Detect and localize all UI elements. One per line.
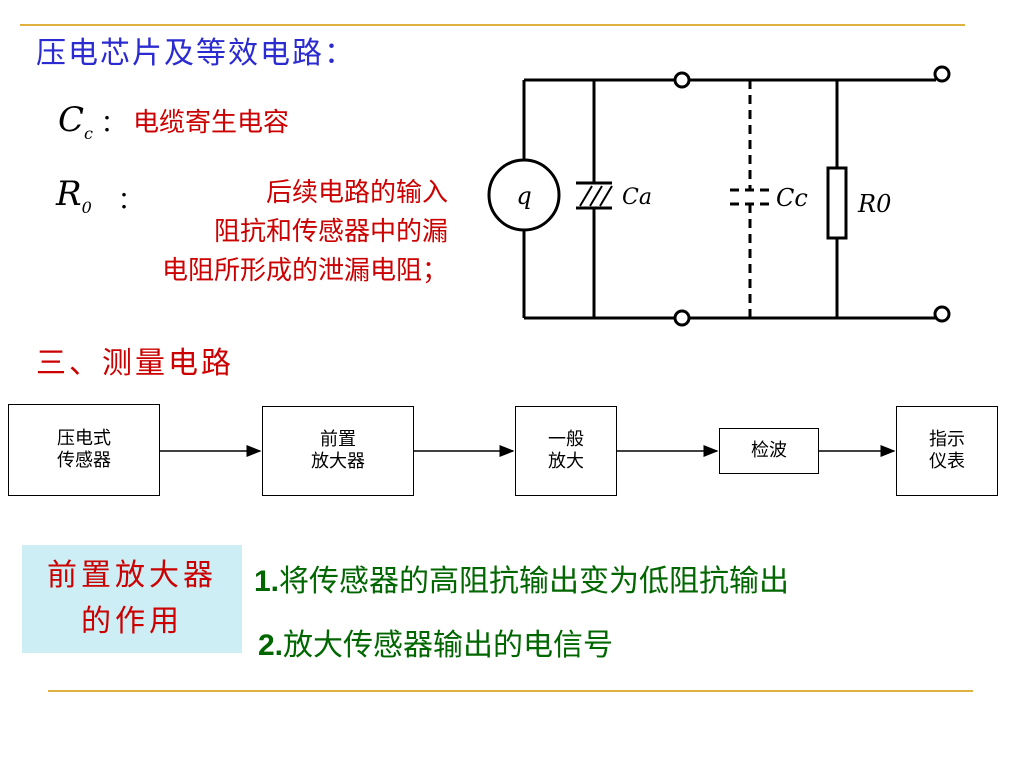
block-detector: 检波 xyxy=(719,428,819,474)
page-title: 压电芯片及等效电路： xyxy=(36,36,356,71)
def-cc-colon: ： xyxy=(100,109,125,137)
def-cc: Cc ： 电缆寄生电容 xyxy=(58,100,289,143)
point-1-text: 将传感器的高阻抗输出变为低阻抗输出 xyxy=(279,564,790,599)
def-r0-colon: ： xyxy=(118,186,142,214)
block-amplifier: 一般 放大 xyxy=(515,406,617,496)
source-label: q xyxy=(516,182,531,210)
terminal-icon xyxy=(673,71,691,89)
point-2-text: 放大传感器输出的电信号 xyxy=(283,628,614,663)
def-r0-symbol: R0 xyxy=(56,174,92,217)
ca-label: Ca xyxy=(622,185,652,210)
top-rule xyxy=(20,24,965,26)
block-indicator: 指示 仪表 xyxy=(896,406,998,496)
equivalent-circuit: q Ca Cc R0 xyxy=(480,38,992,360)
block-diagram-arrows xyxy=(158,445,896,457)
def-cc-symbol: Cc xyxy=(58,100,93,143)
block-preamplifier: 前置 放大器 xyxy=(262,406,414,496)
point-2-number: 2. xyxy=(258,629,284,662)
bottom-rule xyxy=(48,690,973,692)
point-1-number: 1. xyxy=(254,565,280,598)
def-cc-text: 电缆寄生电容 xyxy=(132,108,289,138)
terminal-icon xyxy=(933,305,951,323)
block-sensor: 压电式 传感器 xyxy=(8,404,160,496)
def-r0-text: 后续电路的输入 阻抗和传感器中的漏 电阻所形成的泄漏电阻； xyxy=(161,178,448,286)
terminal-icon xyxy=(933,65,951,83)
section-title: 三、测量电路 xyxy=(36,346,234,381)
cc-label: Cc xyxy=(776,184,808,212)
charge-source-icon xyxy=(487,158,561,232)
point-1: 1.将传感器的高阻抗输出变为低阻抗输出 xyxy=(254,556,789,600)
preamp-purpose-label: 前置放大器 的作用 xyxy=(22,545,242,653)
terminal-icon xyxy=(673,309,691,327)
r0-label: R0 xyxy=(857,190,891,218)
point-2: 2.放大传感器输出的电信号 xyxy=(258,620,613,664)
